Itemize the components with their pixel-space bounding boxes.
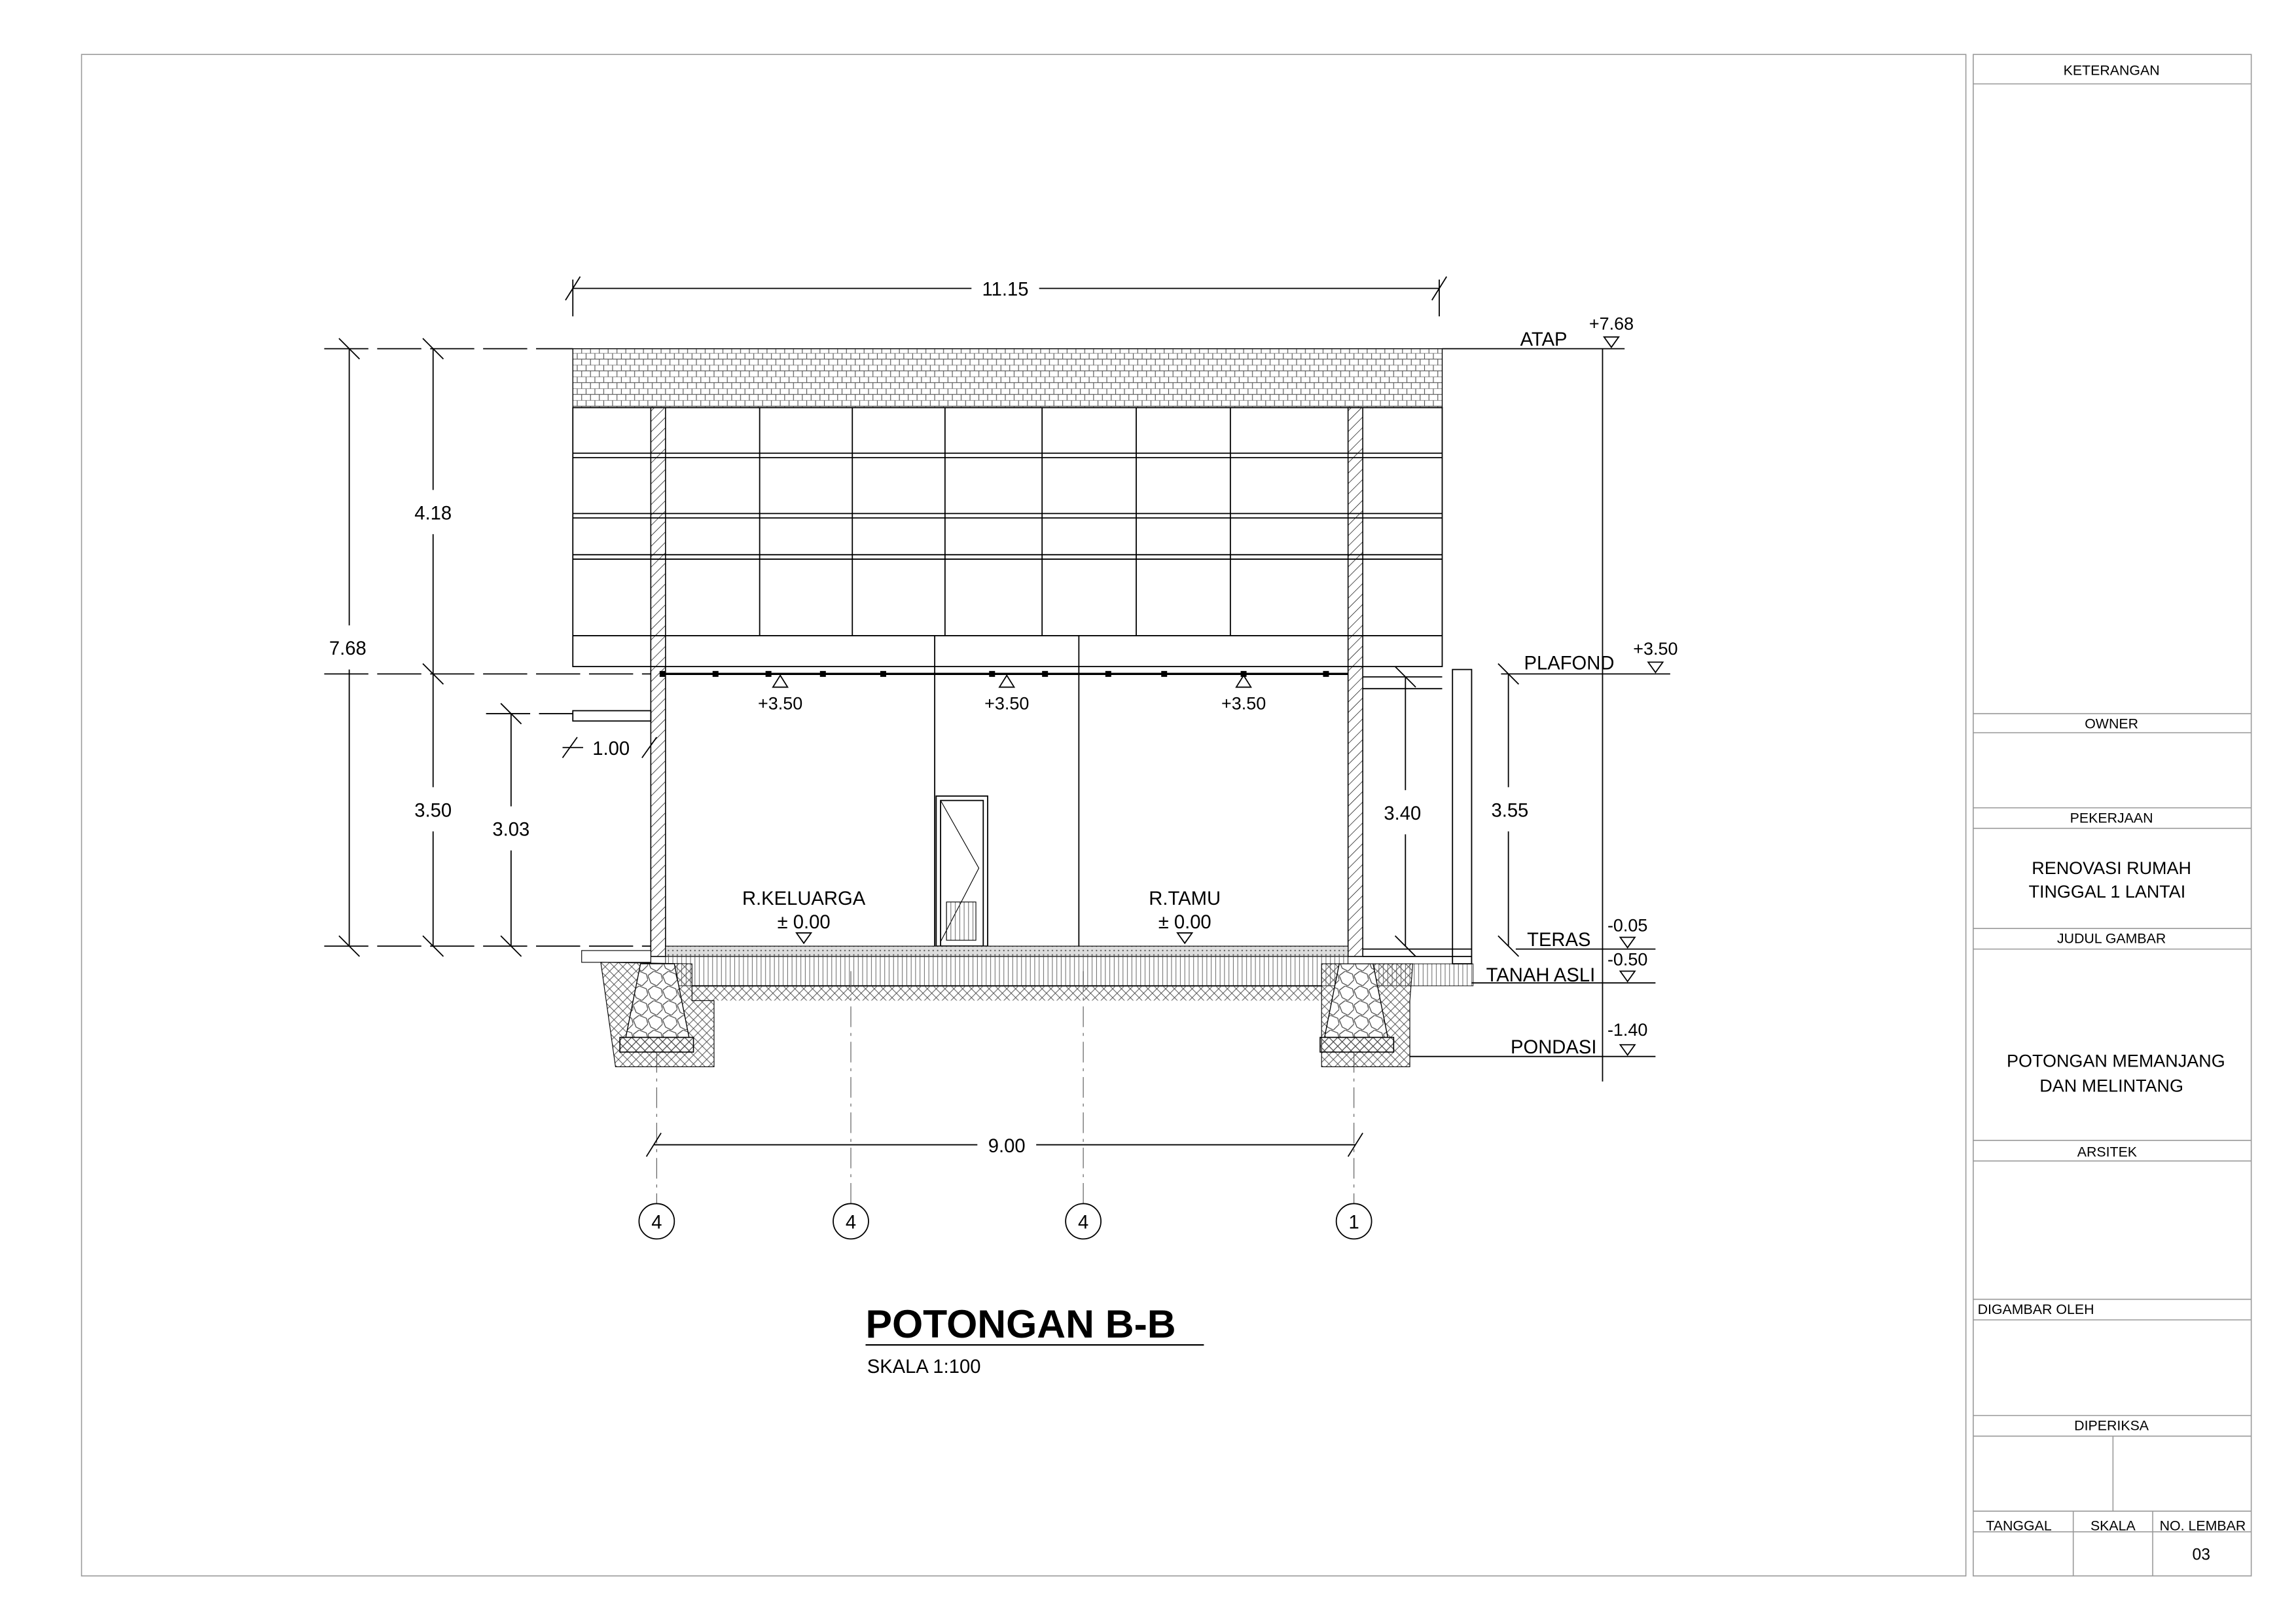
room-level-tamu: ± 0.00: [1158, 912, 1211, 933]
section-drawing: 11.15 +3.50 +3.50 +3.50: [324, 276, 1678, 1377]
level-name-pondasi: PONDASI: [1511, 1037, 1596, 1058]
dim-overall-width: [565, 276, 1448, 317]
wall-right: [1347, 407, 1363, 957]
ceiling-mark-2: +3.50: [984, 693, 1029, 713]
dim-terrace-total: 3.55: [1491, 800, 1528, 821]
dim-window-height: 3.03: [492, 820, 529, 841]
dim-overall-width-label: 11.15: [982, 280, 1029, 301]
tanggal-label: TANGGAL: [1986, 1518, 2052, 1533]
ceiling-mark-3: +3.50: [1221, 693, 1266, 713]
ceiling-level-markers: [772, 674, 1252, 688]
skala-label: SKALA: [2090, 1518, 2136, 1533]
drawing-scale: SKALA 1:100: [867, 1357, 981, 1377]
dim-floor-height: 3.50: [414, 800, 452, 821]
level-name-atap: ATAP: [1520, 329, 1568, 350]
grid-axis-1: 4: [651, 1213, 662, 1233]
pekerjaan-label: PEKERJAAN: [2070, 810, 2153, 826]
judul-line2: DAN MELINTANG: [2039, 1076, 2183, 1096]
owner-label: OWNER: [2085, 716, 2138, 732]
drawing-title: POTONGAN B-B: [865, 1302, 1175, 1346]
dim-axis-width: [645, 1133, 1363, 1158]
foundation-left: [600, 962, 715, 1068]
dim-axis-width-label: 9.00: [988, 1136, 1026, 1157]
dim-roof-height: 4.18: [414, 503, 452, 524]
dim-total-height: 7.68: [329, 638, 367, 659]
floor-fill: [665, 956, 1349, 987]
dim-terrace-height: 3.40: [1384, 803, 1421, 824]
right-dimensions: [1394, 348, 1670, 1082]
level-value-pondasi: -1.40: [1607, 1020, 1647, 1040]
level-value-plafond: +3.50: [1633, 639, 1677, 659]
foundation-right: [1319, 963, 1414, 1068]
pekerjaan-line2: TINGGAL 1 LANTAI: [2028, 882, 2185, 902]
dim-sill: 1.00: [592, 739, 630, 759]
level-value-tanah-asli: -0.50: [1607, 949, 1647, 969]
grid-axis-2: 4: [846, 1213, 856, 1233]
keterangan-label: KETERANGAN: [2064, 63, 2160, 79]
level-name-teras: TERAS: [1527, 930, 1590, 951]
terrace: [1363, 668, 1473, 965]
grid-axis-4: 1: [1349, 1213, 1359, 1233]
sheet-frame: [81, 54, 1967, 1577]
level-value-atap: +7.68: [1589, 314, 1634, 333]
pekerjaan-line1: RENOVASI RUMAH: [2032, 858, 2191, 878]
judul-gambar-label: JUDUL GAMBAR: [2057, 931, 2166, 947]
judul-line1: POTONGAN MEMANJANG: [2007, 1051, 2225, 1070]
arsitek-label: ARSITEK: [2077, 1144, 2137, 1160]
interior-partitions: [934, 635, 1080, 947]
ceiling-hangers: [659, 670, 1329, 677]
floor-slab: [665, 945, 1349, 957]
left-dimensions: [324, 338, 658, 957]
roof-tiles: [572, 348, 1443, 409]
wall-left: [650, 407, 666, 957]
ceiling-mark-1: +3.50: [758, 693, 802, 713]
diperiksa-label: DIPERIKSA: [2074, 1418, 2149, 1434]
level-name-plafond: PLAFOND: [1524, 653, 1615, 674]
grid-bubbles: 4 4 4 1: [638, 1203, 1372, 1240]
level-value-teras: -0.05: [1607, 916, 1647, 936]
roof-frame: [572, 407, 1443, 668]
axis-lines: [656, 971, 1355, 1204]
room-name-tamu: R.TAMU: [1149, 888, 1221, 909]
door-vent: [946, 902, 977, 941]
no-lembar-label: NO. LEMBAR: [2160, 1518, 2246, 1533]
title-block: KETERANGAN OWNER PEKERJAAN RENOVASI RUMA…: [1973, 54, 2252, 1577]
room-name-keluarga: R.KELUARGA: [742, 888, 866, 909]
no-lembar-value: 03: [2192, 1546, 2210, 1563]
room-level-keluarga: ± 0.00: [778, 912, 831, 933]
grid-axis-3: 4: [1078, 1213, 1088, 1233]
level-name-tanah-asli: TANAH ASLI: [1486, 965, 1596, 986]
digambar-oleh-label: DIGAMBAR OLEH: [1978, 1302, 2094, 1317]
